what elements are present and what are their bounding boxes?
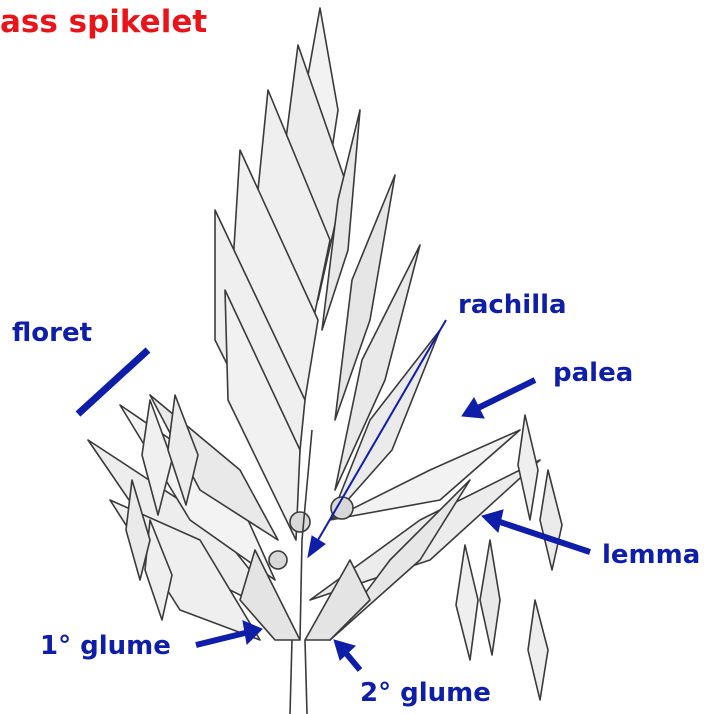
stigma-tuft — [269, 551, 287, 569]
anther — [540, 470, 562, 570]
label-floret: floret — [12, 318, 92, 348]
stigma-tuft — [290, 512, 310, 532]
lemma-arrowhead — [482, 510, 503, 532]
rachilla-arrowhead — [308, 536, 325, 557]
label-second-glume: 2° glume — [360, 678, 491, 708]
palea-arrow-line — [478, 380, 535, 408]
label-lemma: lemma — [602, 540, 700, 570]
floret-bracket — [78, 350, 148, 414]
anther — [480, 540, 500, 655]
glume1-arrow-line — [196, 633, 245, 645]
label-palea: palea — [553, 358, 633, 388]
diagram-title: ass spikelet — [0, 4, 207, 40]
glume2-arrow-line — [345, 652, 360, 670]
stem — [290, 640, 307, 714]
anther — [518, 415, 538, 520]
label-first-glume: 1° glume — [40, 631, 171, 661]
anther — [528, 600, 548, 700]
glume1-arrowhead — [243, 621, 262, 644]
label-rachilla: rachilla — [458, 290, 567, 320]
anther — [456, 545, 478, 660]
rachilla-axis — [300, 430, 312, 640]
spikelet-illustration — [88, 8, 562, 714]
